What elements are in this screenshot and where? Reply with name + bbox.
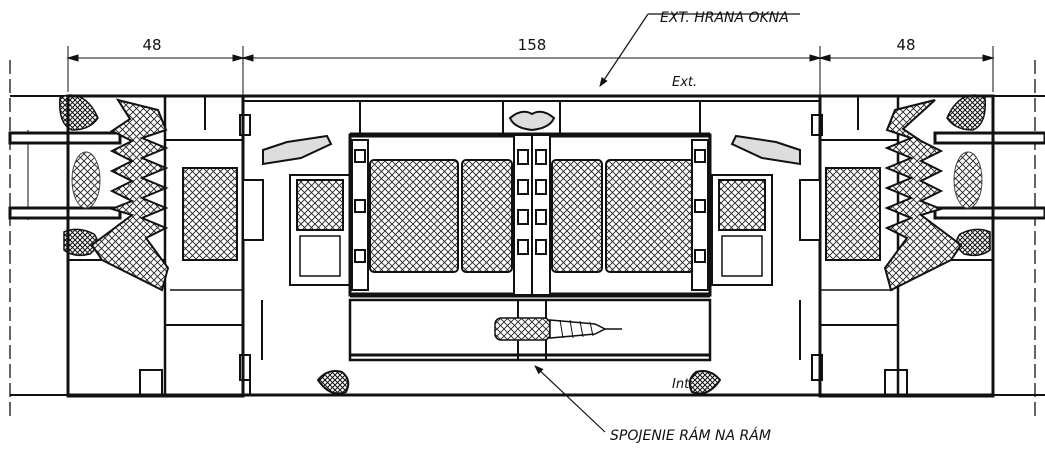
- center-insulation-blocks: [369, 159, 695, 273]
- frame-joint-screw: [494, 317, 622, 341]
- ext-edge-leader: [599, 13, 800, 87]
- dimension-center: 158: [518, 36, 547, 54]
- interior-label: Int.: [672, 377, 693, 392]
- right-reinforcement: [711, 134, 821, 286]
- bottom-profiles: [68, 300, 993, 397]
- left-glazing-bead: [351, 139, 369, 291]
- frame-joint-label: SPOJENIE RÁM NA RÁM: [610, 427, 771, 444]
- right-glazing-bead: [691, 139, 709, 291]
- frame-joint-leader: [534, 365, 606, 433]
- right-gasket-seal: [883, 99, 963, 292]
- left-gasket-seal: [90, 98, 170, 292]
- left-reinforcement: [242, 134, 351, 286]
- dimension-lines: [66, 46, 995, 100]
- left-wall: [9, 60, 68, 420]
- dimension-left: 48: [142, 36, 161, 54]
- left-thermal-insulation: [182, 167, 238, 261]
- right-wall: [993, 60, 1045, 420]
- dimension-right: 48: [896, 36, 915, 54]
- exterior-label: Ext.: [672, 75, 697, 90]
- left-glass-pane: [8, 94, 122, 257]
- ext-edge-label: EXT. HRANA OKNA: [660, 10, 789, 26]
- right-thermal-insulation: [825, 167, 881, 261]
- right-glass-pane: [933, 94, 1045, 257]
- center-mullion: [508, 110, 556, 296]
